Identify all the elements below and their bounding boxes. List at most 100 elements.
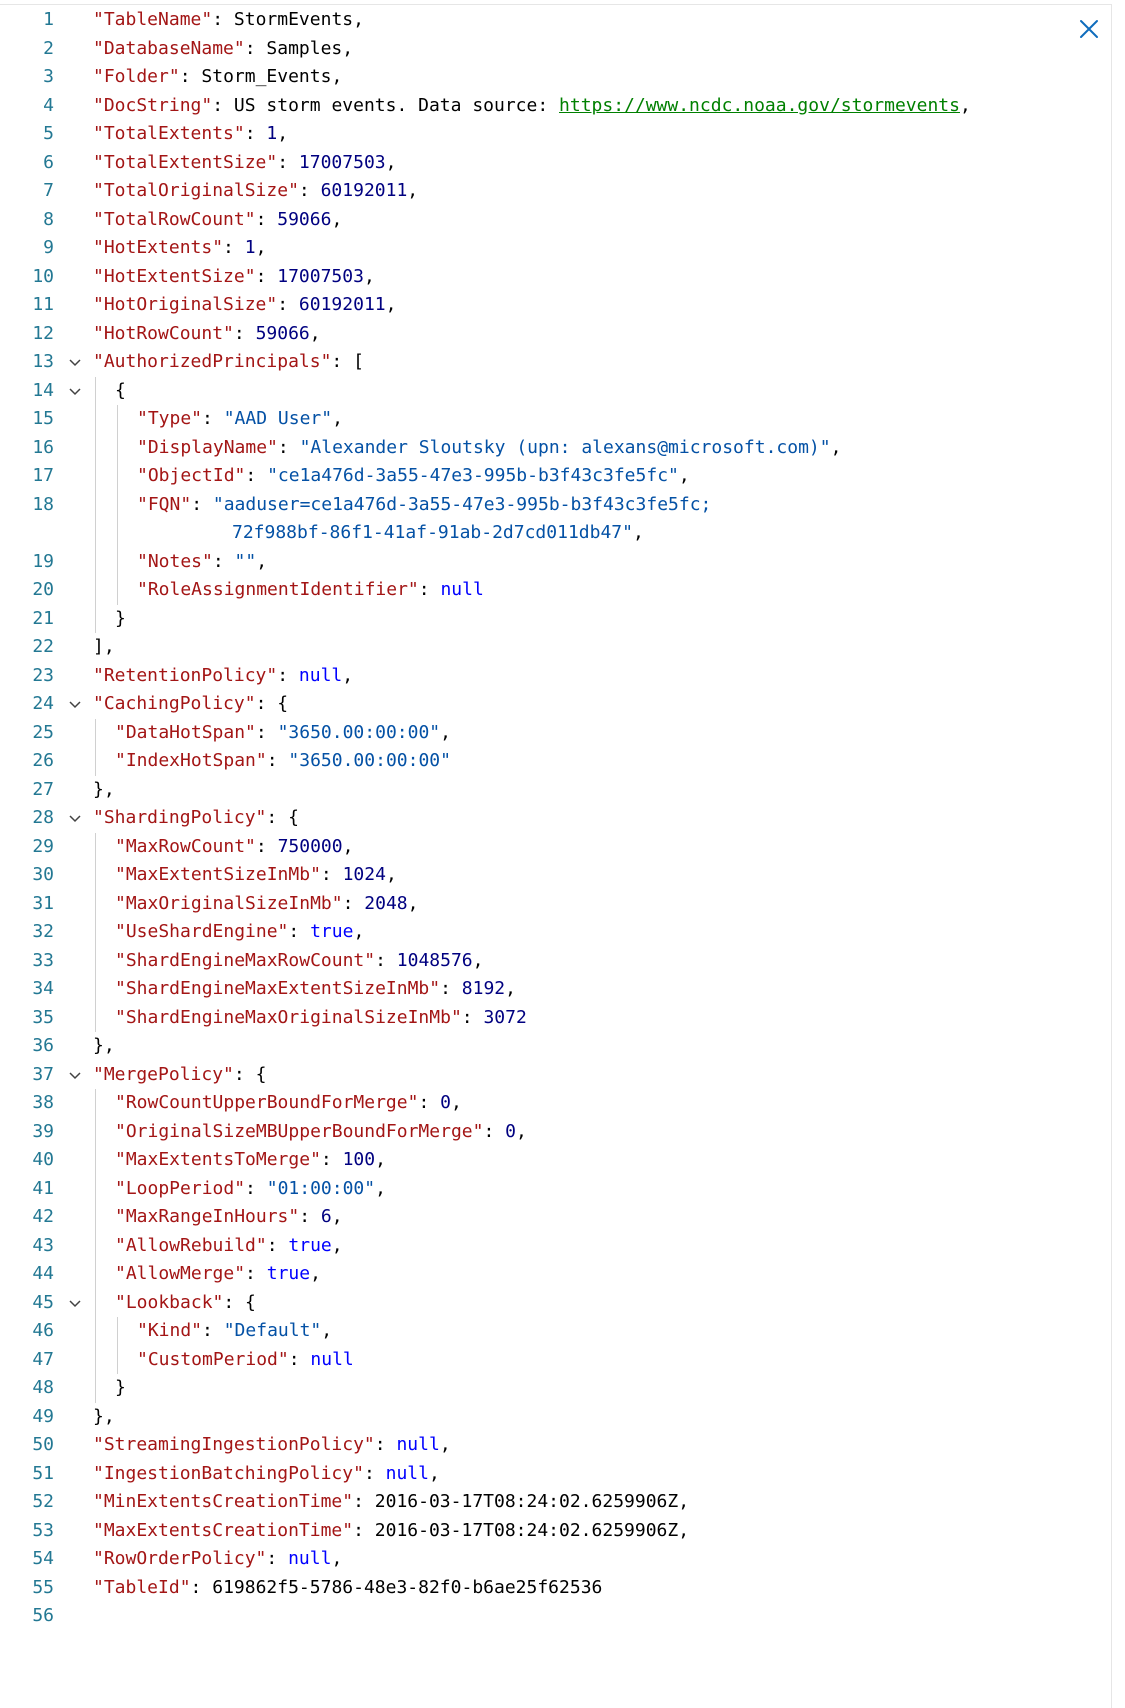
code-token: "HotOriginalSize" [93,294,278,315]
code-token: : [277,151,299,173]
line-content: "DatabaseName": Samples, [93,35,353,64]
line-content: "CustomPeriod": null [137,1346,354,1375]
line-content: "OriginalSizeMBUpperBoundForMerge": 0, [115,1118,527,1147]
indent-guide [95,1174,96,1203]
line-number: 48 [32,1377,54,1398]
code-token: : [461,1006,484,1028]
chevron-down-icon [69,815,81,823]
code-line: 29"MaxRowCount": 750000, [0,832,1108,862]
line-content: "MaxExtentsCreationTime": 2016-03-17T08:… [93,1517,689,1546]
code-token: , [331,66,343,87]
code-token: : [288,921,311,942]
line-number: 33 [32,949,54,971]
fold-toggle[interactable] [64,1289,86,1318]
code-token: null [440,579,484,600]
line-content: "ShardEngineMaxRowCount": 1048576, [115,947,483,976]
code-token: , [450,1092,462,1113]
line-number: 25 [32,721,54,743]
code-token: , [407,892,419,914]
line-number: 32 [32,921,54,942]
line-number: 28 [32,807,54,828]
code-token: 1 [266,123,278,144]
code-token: "3650.00:00:00" [288,750,451,771]
fold-toggle[interactable] [64,348,86,377]
code-token: : [288,1348,311,1370]
line-content: }, [93,1403,115,1432]
line-number: 52 [32,1491,54,1512]
code-token: 750000 [277,835,343,857]
indent-guide [95,1260,96,1289]
code-token: "TotalExtents" [93,123,245,144]
code-token: } [115,607,126,629]
code-line: 55"TableId": 619862f5-5786-48e3-82f0-b6a… [0,1574,1108,1603]
code-token: , [353,921,365,942]
indent-guide [95,861,96,890]
fold-toggle[interactable] [64,804,86,833]
line-number: 2 [43,37,54,59]
scrollbar-track[interactable] [1111,4,1112,1708]
line-content: "TotalOriginalSize": 60192011, [93,177,418,206]
line-content: "DataHotSpan": "3650.00:00:00", [115,719,451,748]
code-token: : [277,294,299,315]
code-editor[interactable]: 1 "TableName": StormEvents, 2 "DatabaseName… [0,6,1108,1631]
code-token: 59066 [255,322,310,344]
code-token: , [375,1177,386,1199]
indent-guide [95,433,96,462]
line-content: "TableName": StormEvents, [93,6,364,35]
code-token: : [212,9,234,30]
code-token: "IndexHotSpan" [115,750,267,771]
code-token: : [ [331,351,364,372]
code-token: null [298,664,343,686]
line-content: "MaxRowCount": 750000, [115,833,353,862]
line-content: "RowCountUpperBoundForMerge": 0, [115,1089,462,1118]
code-token: , [472,949,484,971]
fold-toggle[interactable] [64,690,86,719]
code-token: "ShardEngineMaxRowCount" [115,949,376,971]
code-line: 1 "TableName": StormEvents, [0,6,1108,35]
code-line: 30 "MaxExtentSizeInMb": 1024, [0,861,1108,890]
code-token: "CachingPolicy" [93,693,256,714]
code-token: 2048 [364,892,408,914]
fold-toggle[interactable] [64,1061,86,1090]
code-token: : [212,550,235,572]
line-number: 30 [32,864,54,885]
code-token: : [266,750,289,771]
fold-toggle[interactable] [64,377,86,406]
line-number: 40 [32,1149,54,1170]
code-token: "DocString" [93,94,213,116]
doc-link[interactable]: https://www.ncdc.noaa.gov/stormevents [559,94,960,116]
line-content: "ShardingPolicy": { [93,804,299,833]
code-line: 15"Type": "AAD User", [0,405,1108,434]
close-icon [1080,20,1098,38]
code-token: "TableName" [93,9,213,30]
code-token: , [342,664,354,686]
code-token: "IngestionBatchingPolicy" [93,1462,364,1484]
code-line: 7"TotalOriginalSize": 60192011, [0,177,1108,206]
code-token: "TotalOriginalSize" [93,180,299,201]
line-content: "MaxExtentSizeInMb": 1024, [115,861,397,890]
code-token: : [244,37,267,59]
close-button[interactable] [1076,16,1102,42]
line-number: 37 [32,1063,54,1085]
code-token: "Kind" [137,1320,203,1341]
code-line: 72f988bf-86f1-41af-91ab-2d7cd011db47", [0,519,1108,548]
code-token: 0 [505,1120,516,1142]
code-token: , [331,1234,343,1256]
code-token: : [266,1234,289,1256]
code-line: 2 "DatabaseName": Samples, [0,35,1108,64]
code-token: : [255,208,278,230]
code-token: "ce1a476d-3a55-47e3-995b-b3f43c3fe5fc" [267,465,679,486]
indent-guide [95,1345,96,1374]
line-content: "TableId": 619862f5-5786-48e3-82f0-b6ae2… [93,1574,602,1603]
code-token: null [310,1348,354,1370]
code-token: , [331,1548,343,1569]
line-number: 49 [32,1405,54,1427]
code-line: 38"RowCountUpperBoundForMerge": 0, [0,1089,1108,1118]
code-token: , [309,322,321,344]
line-content: "TotalExtents": 1, [93,120,288,149]
code-token: 619862f5-5786-48e3-82f0-b6ae25f62536 [212,1576,603,1598]
line-content: "AllowMerge": true, [115,1260,321,1289]
code-line: 14{ [0,376,1108,406]
line-content: "MaxRangeInHours": 6, [115,1203,343,1232]
line-number: 1 [43,9,54,30]
